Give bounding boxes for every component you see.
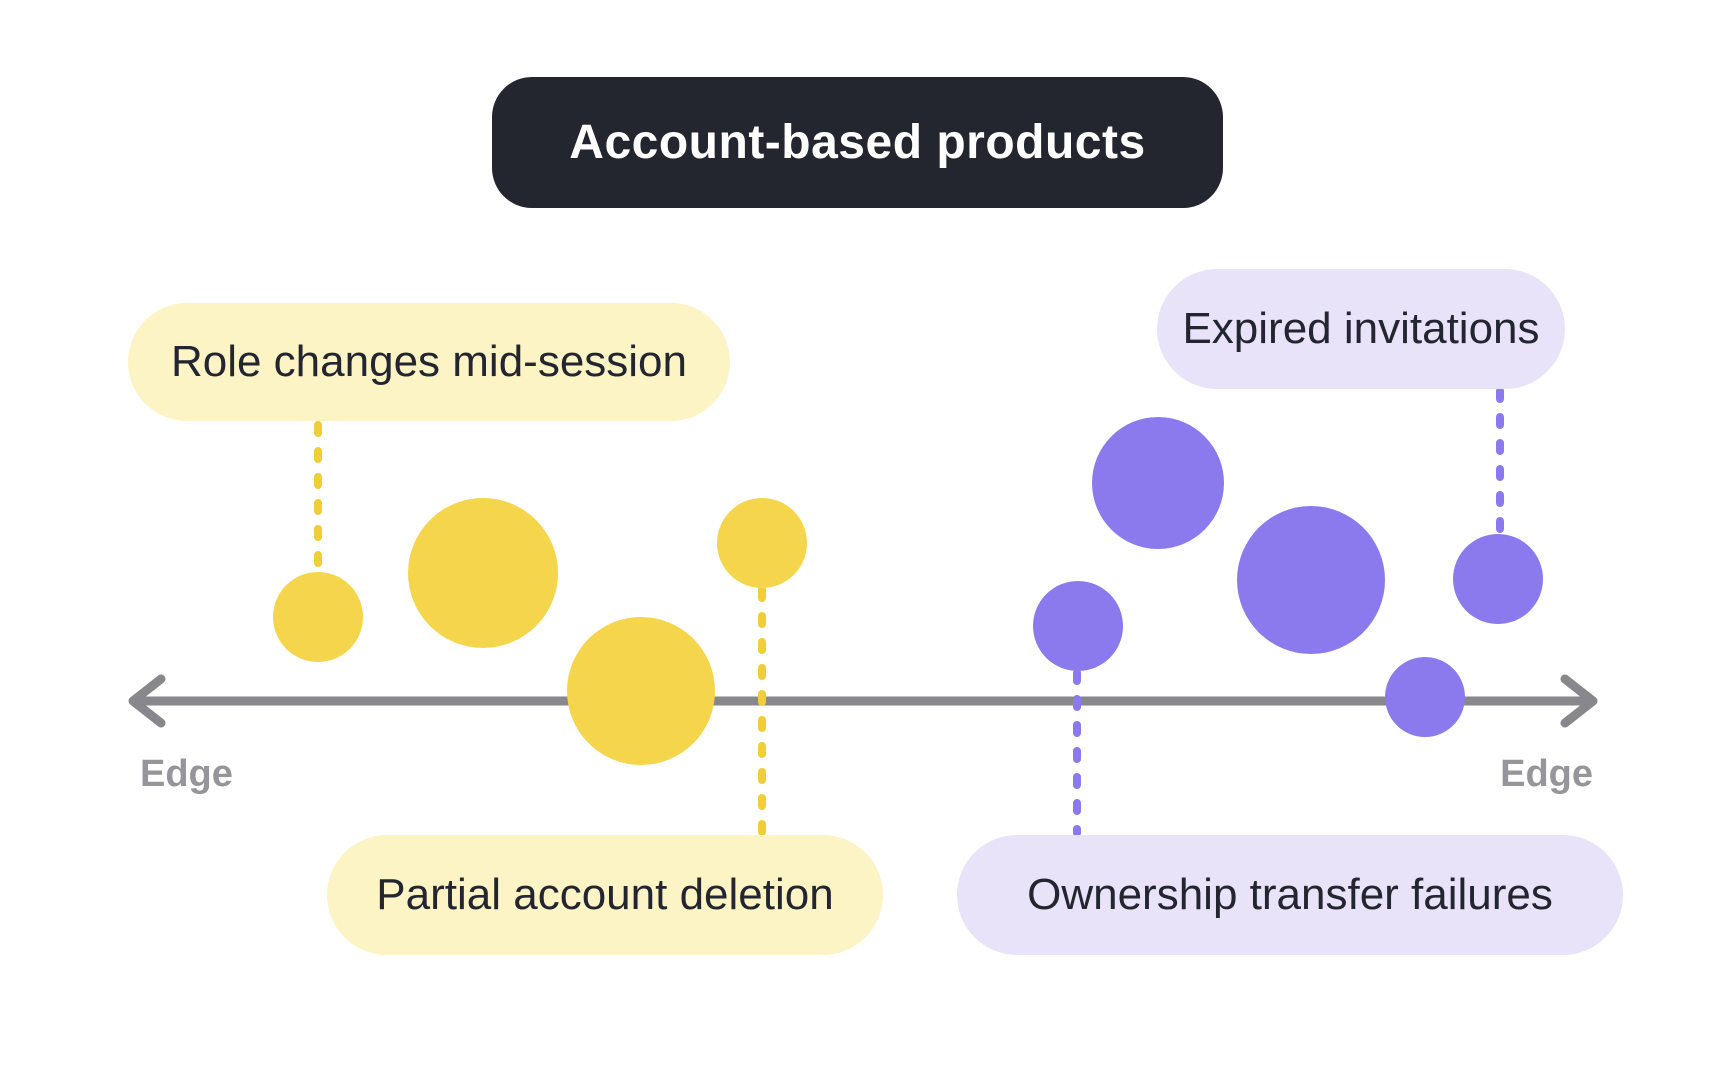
purple-bubble <box>1453 534 1543 624</box>
yellow-bubble <box>717 498 807 588</box>
label-role-changes-mid-session: Role changes mid-session <box>128 303 730 421</box>
axis-edge-label-left: Edge <box>140 753 233 795</box>
purple-bubble <box>1033 581 1123 671</box>
purple-bubble <box>1237 506 1385 654</box>
purple-bubble <box>1092 417 1224 549</box>
yellow-bubble <box>408 498 558 648</box>
label-ownership-transfer-failures: Ownership transfer failures <box>957 835 1623 955</box>
label-partial-account-deletion: Partial account deletion <box>327 835 883 955</box>
axis-edge-label-right: Edge <box>1500 753 1593 795</box>
axis-arrow-left-icon <box>128 674 166 728</box>
purple-bubble <box>1385 657 1465 737</box>
yellow-bubble <box>567 617 715 765</box>
label-expired-invitations: Expired invitations <box>1157 269 1565 389</box>
axis-arrow-right-icon <box>1560 674 1598 728</box>
yellow-bubble <box>273 572 363 662</box>
diagram-title: Account-based products <box>492 77 1223 208</box>
